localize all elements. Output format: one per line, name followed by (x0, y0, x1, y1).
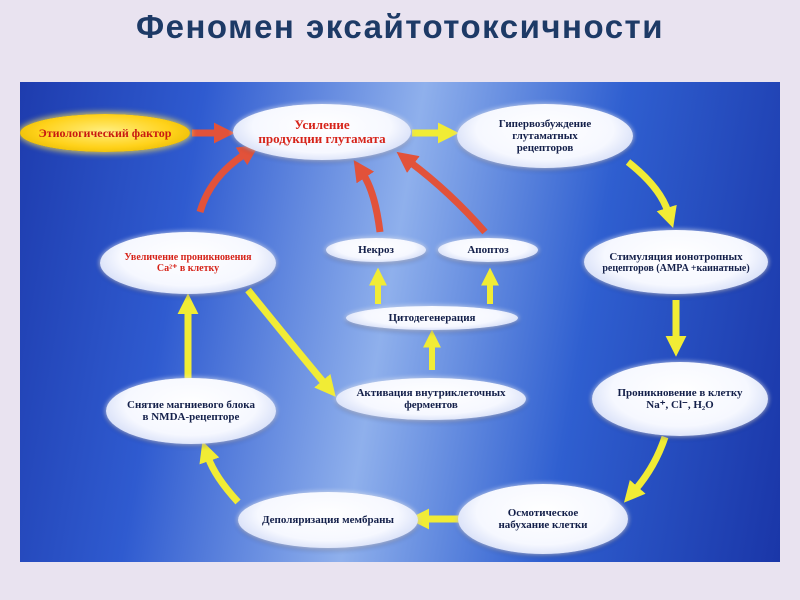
arrow-calcium-to-enzymes (245, 287, 336, 397)
node-hyperexcitation: Гипервозбуждение глутаматных рецепторов (457, 104, 633, 168)
diagram-panel: Этиологический фактор Усиление продукции… (20, 82, 780, 562)
slide-title: Феномен эксайтотоксичности (135, 8, 665, 45)
arrow-apoptosis-to-glutamate (396, 151, 488, 235)
node-magnesium-line2: в NMDA-рецепторе (142, 411, 240, 423)
arrow-ion-entry-to-osmotic (623, 435, 669, 503)
node-osmotic-line1: Осмотическое (507, 507, 579, 519)
node-osmotic-line2: набухание клетки (498, 519, 588, 531)
arrow-necrosis-to-glutamate (353, 160, 384, 233)
node-ionotropic: Стимуляция ионотропных рецепторов (AMPA … (584, 230, 768, 294)
node-enzymes-line1: Активация внутриклеточных (356, 387, 506, 399)
node-ion-entry-line2: Na⁺, Cl⁻, H₂O (646, 399, 714, 411)
node-ionotropic-line1: Стимуляция ионотропных (609, 250, 743, 263)
node-glutamate-line1: Усиление (294, 117, 350, 132)
node-etiology-label: Этиологический фактор (38, 126, 172, 140)
node-calcium-line2: Ca²⁺ в клетку (156, 263, 220, 274)
node-calcium-line1: Увеличение проникновения (124, 252, 252, 263)
node-hyperexcitation-line3: рецепторов (516, 142, 574, 154)
node-depolarization: Деполяризация мембраны (238, 492, 418, 548)
node-apoptosis: Апоптоз (438, 238, 538, 262)
node-etiology: Этиологический фактор (20, 114, 190, 152)
node-depolarization-label: Деполяризация мембраны (261, 514, 395, 526)
arrow-depolarization-to-magnesium (199, 441, 241, 505)
node-apoptosis-label: Апоптоз (467, 244, 509, 256)
node-ionotropic-line2: рецепторов (AMPA +каинатные) (602, 262, 750, 274)
arrow-hyperexcitation-to-ionotropic (625, 159, 677, 228)
node-glutamate-line2: продукции глутамата (258, 131, 386, 146)
arrows-layer (177, 122, 687, 530)
node-magnesium-line1: Снятие магниевого блока (127, 399, 255, 411)
node-cytodegeneration: Цитодегенерация (346, 306, 518, 330)
node-enzymes: Активация внутриклеточных ферментов (336, 378, 526, 420)
node-necrosis: Некроз (326, 238, 426, 262)
node-ion-entry: Проникновение в клетку Na⁺, Cl⁻, H₂O (592, 362, 768, 436)
node-cytodegeneration-label: Цитодегенерация (388, 312, 476, 324)
node-osmotic: Осмотическое набухание клетки (458, 484, 628, 554)
node-magnesium: Снятие магниевого блока в NMDA-рецепторе (106, 378, 276, 444)
node-hyperexcitation-line2: глутаматных (512, 130, 578, 142)
node-enzymes-line2: ферментов (404, 399, 458, 411)
node-ion-entry-line1: Проникновение в клетку (617, 387, 743, 399)
node-calcium: Увеличение проникновения Ca²⁺ в клетку (100, 232, 276, 294)
node-glutamate: Усиление продукции глутамата (233, 104, 411, 160)
arrow-calcium-to-glutamate (196, 144, 260, 214)
node-hyperexcitation-line1: Гипервозбуждение (498, 118, 592, 130)
node-necrosis-label: Некроз (358, 244, 394, 256)
